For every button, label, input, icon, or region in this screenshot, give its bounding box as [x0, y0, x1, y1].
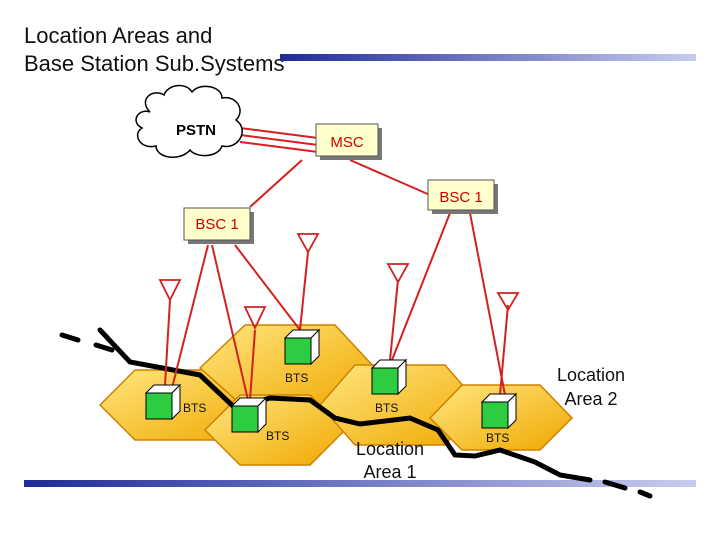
bts-label-bottom: BTS — [266, 429, 289, 443]
bts-label-mid: BTS — [375, 401, 398, 415]
bts-label-right: BTS — [486, 431, 509, 445]
area-2-line-2: Area 2 — [564, 389, 617, 409]
bts-label-left: BTS — [183, 401, 206, 415]
pstn-label: PSTN — [176, 122, 216, 139]
antenna-icon — [496, 292, 520, 312]
title-line-2: Base Station Sub.Systems — [24, 51, 285, 76]
bsc-right-node: BSC 1 — [427, 179, 498, 214]
msc-node: MSC — [315, 123, 382, 160]
pstn-cloud: PSTN — [135, 84, 243, 158]
bts-cubes — [144, 328, 518, 434]
area-2-line-1: Location — [557, 365, 625, 385]
bts-cube-icon — [370, 358, 408, 396]
bts-cube-icon — [283, 328, 321, 366]
antennas — [158, 233, 520, 331]
network-links — [164, 127, 509, 401]
area-1-line-2: Area 1 — [363, 462, 416, 482]
footer-bar — [24, 480, 696, 487]
title-underline-bar — [280, 54, 696, 61]
bts-label-center: BTS — [285, 371, 308, 385]
cloud-icon — [135, 84, 243, 158]
bsc-left-label: BSC 1 — [195, 216, 238, 233]
antenna-icon — [158, 279, 182, 303]
bts-cube-icon — [230, 396, 268, 434]
location-area-boundary — [59, 327, 653, 499]
area-1-line-1: Location — [356, 439, 424, 459]
bsc-left-node: BSC 1 — [183, 207, 254, 244]
area-labels: Location Area 1 Location Area 2 — [356, 365, 625, 482]
bts-cube-icon — [144, 383, 182, 421]
msc-label: MSC — [330, 134, 364, 151]
antenna-icon — [386, 263, 410, 284]
antenna-icon — [243, 306, 267, 331]
bts-labels: BTS BTS BTS BTS BTS — [183, 371, 509, 445]
bsc-right-label: BSC 1 — [439, 189, 482, 206]
antenna-icon — [296, 233, 320, 254]
title-line-1: Location Areas and — [24, 23, 213, 48]
page-title: Location Areas and Base Station Sub.Syst… — [24, 22, 284, 78]
bts-cube-icon — [480, 392, 518, 430]
